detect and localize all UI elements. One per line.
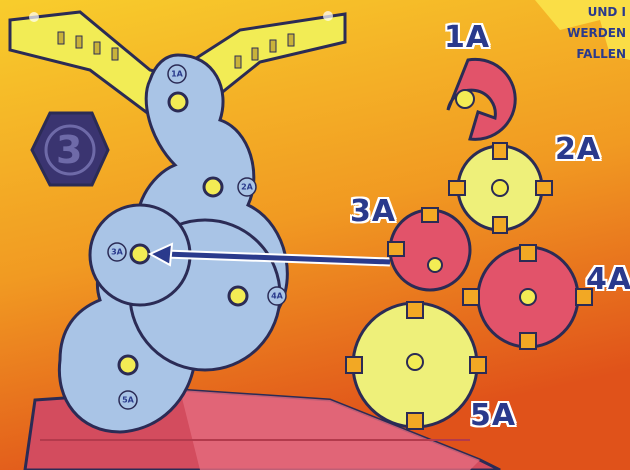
- mount-label-1a: 1A: [171, 70, 183, 79]
- corner-note-line-3: FALLEN: [567, 44, 626, 65]
- part-label-3a: 3A: [350, 194, 396, 229]
- mount-label-5a: 5A: [122, 396, 134, 405]
- mount-hole-1a: [169, 93, 187, 111]
- corner-note: UND I WERDEN FALLEN: [567, 2, 626, 65]
- part-label-1a: 1A: [444, 20, 490, 55]
- mount-hole-5a: [119, 356, 137, 374]
- step-number: 3: [56, 128, 82, 172]
- part-label-5a: 5A: [470, 398, 516, 433]
- corner-note-line-1: UND I: [567, 2, 626, 23]
- mount-hole-4a: [229, 287, 247, 305]
- corner-note-line-2: WERDEN: [567, 23, 626, 44]
- mount-label-4a: 4A: [271, 292, 283, 301]
- mount-hole-3a: [131, 245, 149, 263]
- part-label-2a: 2A: [555, 132, 601, 167]
- mount-label-2a: 2A: [241, 183, 253, 192]
- part-label-4a: 4A: [586, 262, 630, 297]
- mount-label-3a: 3A: [111, 248, 123, 257]
- mount-hole-2a: [204, 178, 222, 196]
